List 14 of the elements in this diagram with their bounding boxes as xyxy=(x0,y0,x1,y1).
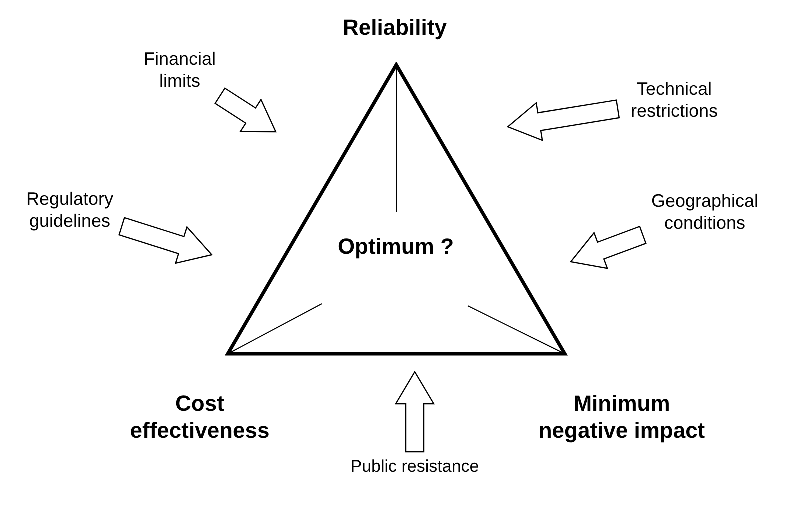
vertex-label: Minimum negative impact xyxy=(538,390,706,444)
block-arrow xyxy=(394,370,436,453)
constraint-label: Public resistance xyxy=(340,456,490,478)
vertex-label: Cost effectiveness xyxy=(129,390,271,444)
constraint-label: Financial limits xyxy=(140,48,220,92)
constraint-label: Regulatory guidelines xyxy=(22,188,118,232)
constraint-label: Geographical conditions xyxy=(647,190,763,234)
constraint-label: Technical restrictions xyxy=(622,78,727,122)
center-label: Optimum ? xyxy=(336,234,456,260)
block-arrow xyxy=(506,100,620,142)
block-arrow xyxy=(570,226,647,270)
block-arrow xyxy=(118,217,214,264)
vertex-label: Reliability xyxy=(342,14,448,41)
block-arrow xyxy=(214,88,277,133)
